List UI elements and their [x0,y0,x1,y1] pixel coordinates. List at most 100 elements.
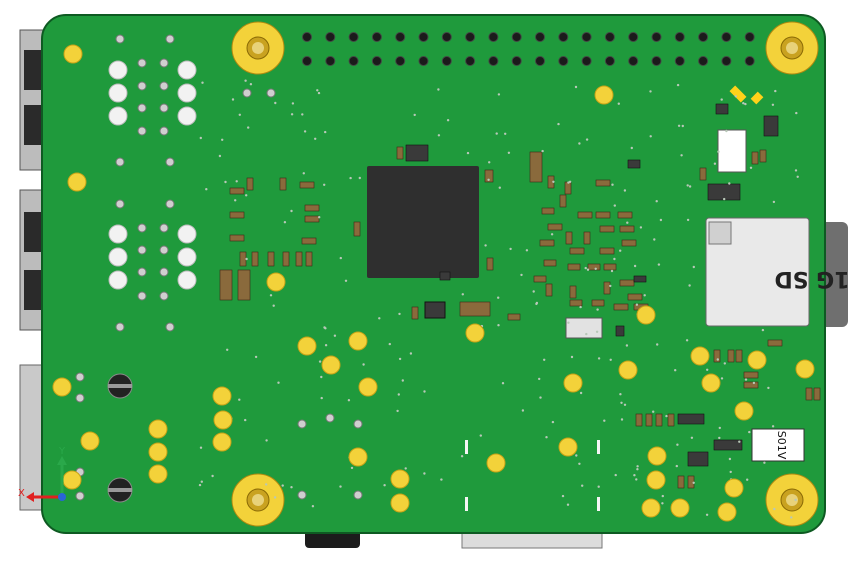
gpio-pin [651,32,662,42]
via-small [318,216,321,219]
via-small [567,321,570,324]
gpio-pin [744,32,755,42]
gpio-pin [628,56,639,66]
silkscreen-mark [597,497,600,511]
smd-component [603,263,617,271]
via-small [581,484,584,487]
via-small [495,132,498,135]
magnetics-pad [177,247,197,267]
via-small [440,478,443,481]
via-small [224,180,227,184]
via-small [323,183,326,186]
via-small [771,425,775,428]
via [165,157,175,167]
via-small [218,154,222,158]
via-small [244,418,247,422]
mounting-hole-center [786,494,798,506]
via-small [636,465,639,468]
via-small [796,175,799,178]
smd-component [751,151,759,165]
via-small [277,381,280,384]
via-small [461,293,464,296]
smd-component [655,413,663,427]
via-small [245,257,248,261]
via-small [720,98,723,101]
smd-component [541,207,555,215]
via-small [597,357,601,360]
test-pad [80,431,100,451]
test-pad [465,323,485,343]
via-small [538,377,541,381]
smd-component [627,293,643,301]
smd-component [569,285,577,299]
via-small [633,474,636,477]
via-small [396,409,399,413]
via-small [551,420,555,424]
via-small [201,81,204,84]
via-small [609,358,612,361]
via-small [614,473,617,477]
gpio-pin [581,56,592,66]
via-small [763,461,766,464]
via-small [613,204,616,207]
chip-package [751,428,805,462]
magnetics-pad [177,270,197,290]
smd-component [727,349,735,363]
smd-component [713,349,721,363]
smd-component [583,231,591,245]
via-small [388,342,391,346]
via-small [767,386,770,390]
via [137,81,147,91]
via-small [584,266,587,270]
via-small [716,358,719,361]
via-small [657,263,661,266]
via-small [397,393,400,396]
via-small [718,436,721,440]
test-pad [690,346,710,366]
via-small [774,89,777,93]
smd-component [569,299,583,307]
usb-slot-3 [24,212,42,252]
gpio-pin [302,32,312,42]
via [242,88,252,98]
via [165,199,175,209]
y-axis-arrowhead [57,456,67,465]
gpio-pin [441,56,452,66]
smd-component [559,194,567,208]
small-ic [677,413,705,425]
via-small [497,93,501,96]
via [159,245,169,255]
test-pad [795,359,815,379]
z-axis-dot [58,493,66,501]
via-small [659,218,663,222]
gpio-pin [604,56,615,66]
via [353,419,363,429]
gpio-pin [488,32,499,42]
test-pad [717,502,737,522]
via-small [383,484,386,487]
via-small [674,369,677,372]
via-small [290,209,293,213]
gpio-pin [325,56,336,66]
via-small [705,513,709,516]
via-small [661,494,664,498]
via [266,88,276,98]
coordinate-triad: X Y [18,446,67,502]
via-small [686,218,690,222]
via [159,267,169,277]
via-small [742,102,745,105]
via-small [314,137,317,140]
gpio-pin [371,32,382,42]
via-small [635,303,639,306]
magnetics-pad [177,60,197,80]
board-components [75,34,821,519]
smd-component [599,247,615,255]
via-small [661,502,664,505]
via-small [301,113,304,116]
via-small [575,454,578,457]
usb-slot-4 [24,270,42,310]
via-small [247,126,250,129]
test-pad [747,350,767,370]
smd-component [486,257,494,271]
via-small [706,368,709,371]
